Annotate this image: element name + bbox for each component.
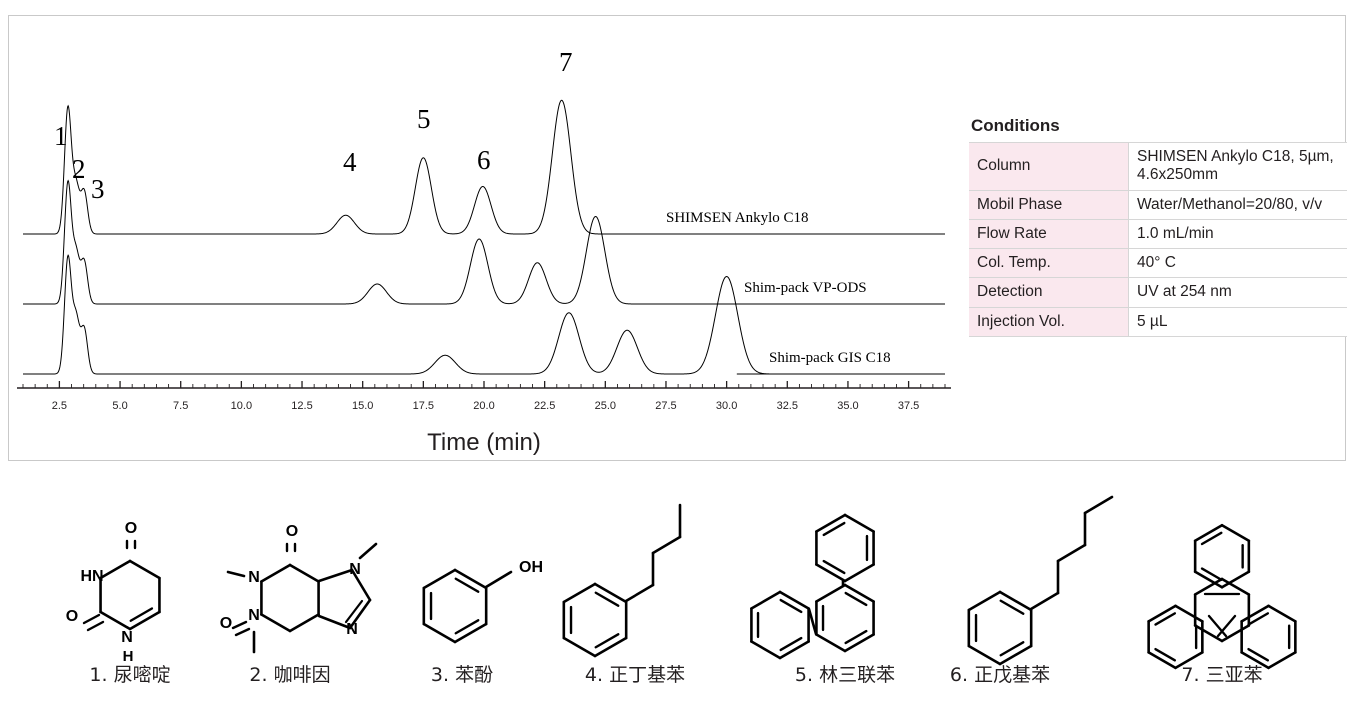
x-tick-label: 7.5	[173, 400, 189, 412]
peak-label-2: 2	[72, 154, 86, 184]
conditions-key: Mobil Phase	[969, 189, 1129, 220]
structure-pentylbenzene	[967, 495, 1114, 666]
conditions-key: Column	[969, 142, 1129, 191]
x-tick-label: 5.0	[112, 400, 128, 412]
trace-label-gisc18: Shim-pack GIS C18	[769, 350, 891, 366]
x-tick-label: 37.5	[897, 400, 920, 412]
x-axis-title: Time (min)	[427, 429, 541, 456]
chromatogram-panel: 1 2 3 4 5 6 7 SHIMSEN Ankylo C18 Shim-pa…	[8, 15, 1347, 461]
conditions-value: 40° C	[1128, 248, 1347, 279]
compound-caption: 7. 三亚苯	[1181, 664, 1263, 686]
svg-text:OH: OH	[519, 559, 543, 576]
conditions-key: Col. Temp.	[969, 248, 1129, 279]
peak-label-6: 6	[477, 145, 491, 175]
compound-caption: 6. 正戊基苯	[949, 664, 1051, 686]
peak-label-4: 4	[343, 147, 357, 177]
conditions-value: SHIMSEN Ankylo C18, 5µm, 4.6x250mm	[1128, 142, 1347, 191]
trace-label-vpods: Shim-pack VP-ODS	[744, 280, 867, 296]
x-tick-label: 2.5	[51, 400, 68, 412]
conditions-value: 5 µL	[1128, 306, 1347, 337]
svg-text:N: N	[248, 607, 260, 624]
svg-text:N: N	[346, 621, 358, 638]
conditions-row: Injection Vol.5 µL	[969, 306, 1347, 337]
x-tick-label: 15.0	[351, 400, 374, 412]
conditions-value: 1.0 mL/min	[1128, 218, 1347, 250]
compound-caption: 4. 正丁基苯	[584, 664, 686, 686]
svg-text:N: N	[121, 629, 133, 646]
peak-label-1: 1	[54, 121, 68, 151]
chromatogram-traces	[17, 99, 951, 389]
x-tick-label: 27.5	[655, 400, 677, 412]
svg-text:O: O	[286, 523, 298, 540]
conditions-value: Water/Methanol=20/80, v/v	[1128, 189, 1347, 220]
svg-text:O: O	[66, 608, 78, 625]
x-tick-label: 30.0	[715, 400, 738, 412]
peak-label-7: 7	[559, 47, 573, 77]
structure-oterphenyl	[750, 513, 875, 660]
x-tick-label: 12.5	[291, 400, 313, 412]
x-tick-label: 20.0	[473, 400, 495, 412]
x-tick-label: 32.5	[776, 400, 798, 412]
chromatogram-plot: 1 2 3 4 5 6 7 SHIMSEN Ankylo C18 Shim-pa…	[9, 16, 959, 460]
svg-text:O: O	[125, 520, 137, 537]
structure-triphenylene	[1147, 523, 1297, 670]
x-tick-label: 10.0	[230, 400, 253, 412]
structure-butylbenzene	[562, 503, 682, 658]
svg-text:N: N	[349, 561, 361, 578]
conditions-key: Detection	[969, 277, 1129, 308]
x-tick-label: 22.5	[533, 400, 556, 412]
conditions-title: Conditions	[971, 116, 1060, 135]
compound-caption: 3. 苯酚	[430, 664, 494, 686]
conditions-key: Flow Rate	[969, 218, 1129, 250]
conditions-row: Col. Temp.40° C	[969, 248, 1347, 279]
x-tick-label: 35.0	[837, 400, 859, 412]
x-tick-label: 17.5	[412, 400, 435, 412]
peak-label-5: 5	[417, 104, 431, 134]
svg-text:H: H	[123, 648, 134, 665]
compound-caption: 2. 咖啡因	[249, 664, 331, 686]
compound-caption: 1. 尿嘧啶	[89, 664, 171, 686]
structure-uracil: HN HN O O	[66, 520, 161, 665]
peak-label-3: 3	[91, 174, 105, 204]
conditions-value: UV at 254 nm	[1128, 277, 1347, 308]
trace-label-ankylo: SHIMSEN Ankylo C18	[666, 210, 809, 226]
structure-phenol: OH	[422, 559, 543, 644]
conditions-key: Injection Vol.	[969, 306, 1129, 337]
svg-text:HN: HN	[80, 568, 103, 585]
compound-caption: 5. 林三联苯	[794, 664, 896, 686]
svg-text:O: O	[220, 615, 232, 632]
svg-text:N: N	[248, 569, 260, 586]
x-tick-label: 25.0	[594, 400, 617, 412]
